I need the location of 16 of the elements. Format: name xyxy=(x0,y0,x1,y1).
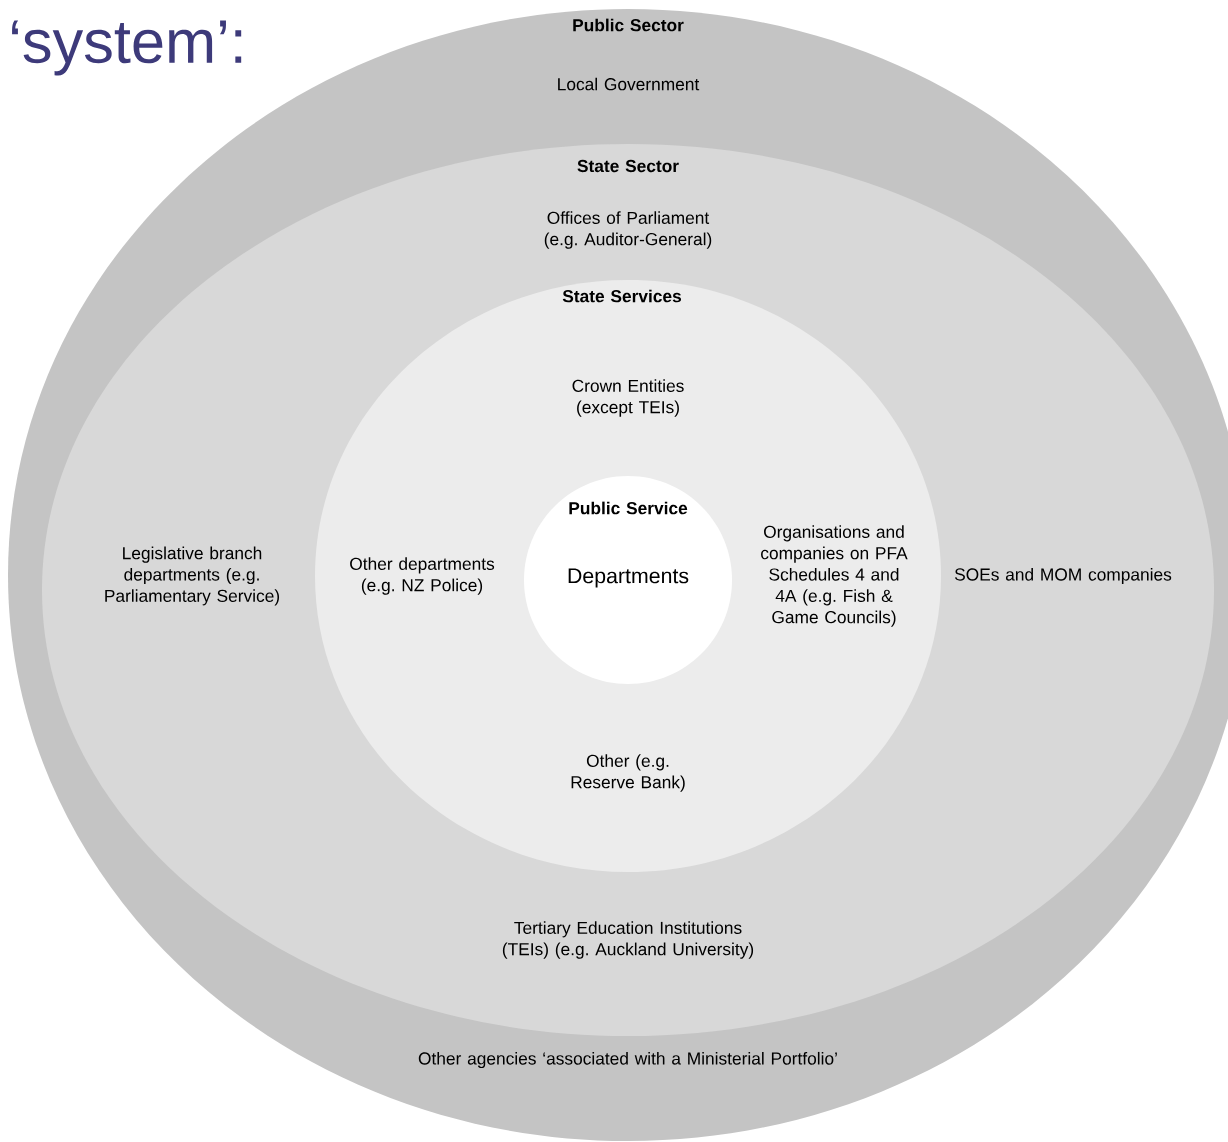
label-text: Crown Entities (except TEIs) xyxy=(572,379,684,417)
heading-text: State Services xyxy=(562,289,681,303)
slide-title: ‘system’: xyxy=(12,20,242,76)
label-text: Departments xyxy=(568,568,689,588)
label-text: Local Government xyxy=(558,77,700,91)
label-text: Offices of Parliament (e.g. Auditor-General) xyxy=(544,211,712,249)
label-text: Other departments (e.g. NZ Police) xyxy=(350,557,495,595)
heading-text: Public Service xyxy=(569,501,688,515)
label-text: SOEs and MOM companies xyxy=(954,567,1172,585)
label-text: Organisations and companies on PFA Schedules 4 and 4A (e.g. Fish & Game Councils) xyxy=(761,525,908,627)
heading-text: Public Sector xyxy=(573,18,684,32)
label-text: Other (e.g. Reserve Bank) xyxy=(571,754,685,792)
label-text: Other agencies ‘associated with a Ministerial Portfolio’ xyxy=(418,1051,837,1069)
heading-text: State Sector xyxy=(577,159,679,173)
label-text: Tertiary Education Institutions (TEIs) (e.g. Auckland University) xyxy=(502,921,754,959)
label-text: Legislative branch departments (e.g. Parliamentary Service) xyxy=(105,546,280,606)
